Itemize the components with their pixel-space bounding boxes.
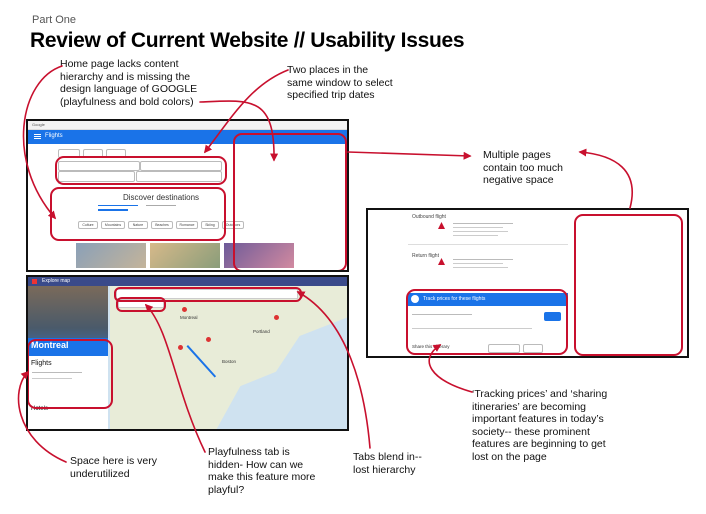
highlight-playfulness-tab — [116, 297, 166, 312]
arrow-underutilized — [17, 370, 67, 463]
map-place-boston: Boston — [222, 359, 237, 364]
app-header-map: Explore map — [28, 277, 347, 286]
map-pin-icon-3[interactable] — [206, 337, 211, 342]
chip-beaches[interactable]: Beaches — [151, 221, 173, 229]
note-two-places: Two places in the same window to select … — [287, 64, 393, 101]
outbound-label: Outbound flight — [412, 214, 446, 220]
highlight-tracking — [406, 289, 568, 355]
map-sidebar: Montreal Flights Hotels — [28, 286, 108, 429]
track-prices-banner[interactable]: Track prices for these flights — [408, 293, 568, 306]
airline-logo-icon-2 — [438, 258, 445, 265]
map-pin-icon-2[interactable] — [178, 345, 183, 350]
arrow-playfulness — [144, 303, 206, 453]
chip-culture[interactable]: Culture — [78, 221, 98, 229]
origin-field[interactable] — [58, 161, 140, 171]
results-page-screenshot: Outbound flight Return flight Track pric… — [366, 208, 689, 358]
date-field-top[interactable] — [140, 161, 222, 171]
airline-logo-icon — [438, 222, 445, 229]
chip-nature[interactable]: Nature — [128, 221, 148, 229]
map-place-montreal: Montreal — [180, 315, 198, 320]
arrow-twoplaces-to-dates — [204, 69, 289, 154]
city-name: Montreal — [31, 340, 69, 350]
hotels-label: Hotels — [31, 406, 49, 412]
note-tabs-blend: Tabs blend in-- lost hierarchy — [353, 451, 422, 476]
highlight-empty-space-results — [574, 214, 683, 356]
highlight-empty-space-home — [233, 133, 347, 270]
arrow-tracking — [428, 344, 473, 393]
bell-icon — [411, 295, 419, 303]
note-negative-space: Multiple pages contain too much negative… — [483, 149, 563, 186]
map-app-label: Explore map — [42, 278, 71, 284]
map-pin-icon-4[interactable] — [274, 315, 279, 320]
browser-bar: Google — [28, 121, 347, 130]
arrow-negative-space-home — [347, 151, 472, 160]
note-underutilized: Space here is very underutilized — [70, 455, 157, 480]
menu-icon[interactable] — [34, 134, 41, 135]
note-tracking: ‘Tracking prices’ and ‘sharing itinerari… — [472, 388, 608, 463]
share-label: Share this itinerary — [412, 344, 450, 349]
arrow-home-to-discover — [22, 65, 63, 220]
section-label: Part One — [32, 14, 77, 26]
highlight-date-fields — [55, 156, 227, 185]
arrow-tabs-blend — [296, 291, 371, 449]
note-playfulness: Playfulness tab is hidden- How can we ma… — [208, 446, 316, 496]
app-label: Flights — [45, 133, 63, 139]
email-button[interactable] — [523, 344, 543, 353]
arrow-home-to-dates — [199, 100, 279, 162]
arrow-negative-space-results — [578, 148, 633, 209]
note-home-hierarchy: Home page lacks content hierarchy and is… — [60, 58, 198, 108]
track-toggle[interactable] — [544, 312, 561, 321]
google-logo: Google — [32, 122, 45, 127]
chip-mountains[interactable]: Mountains — [101, 221, 125, 229]
destination-image-2[interactable] — [150, 243, 220, 268]
map-pin-icon[interactable] — [182, 307, 187, 312]
map-place-portland: Portland — [253, 329, 270, 334]
playfulness-tab[interactable] — [118, 299, 164, 308]
discover-title: Discover destinations — [123, 193, 200, 202]
track-title: Track prices for these flights — [423, 296, 486, 302]
flights-label: Flights — [31, 360, 52, 367]
share-link-button[interactable] — [488, 344, 520, 353]
page-title: Review of Current Website // Usability I… — [30, 29, 465, 52]
chip-skiing[interactable]: Skiing — [201, 221, 219, 229]
destination-image-1[interactable] — [76, 243, 146, 268]
home-page-screenshot: Google Flights Discover destinations Cul… — [26, 119, 349, 272]
app-logo-icon — [32, 279, 37, 284]
return-label: Return flight — [412, 253, 439, 259]
chip-romance[interactable]: Romance — [176, 221, 198, 229]
